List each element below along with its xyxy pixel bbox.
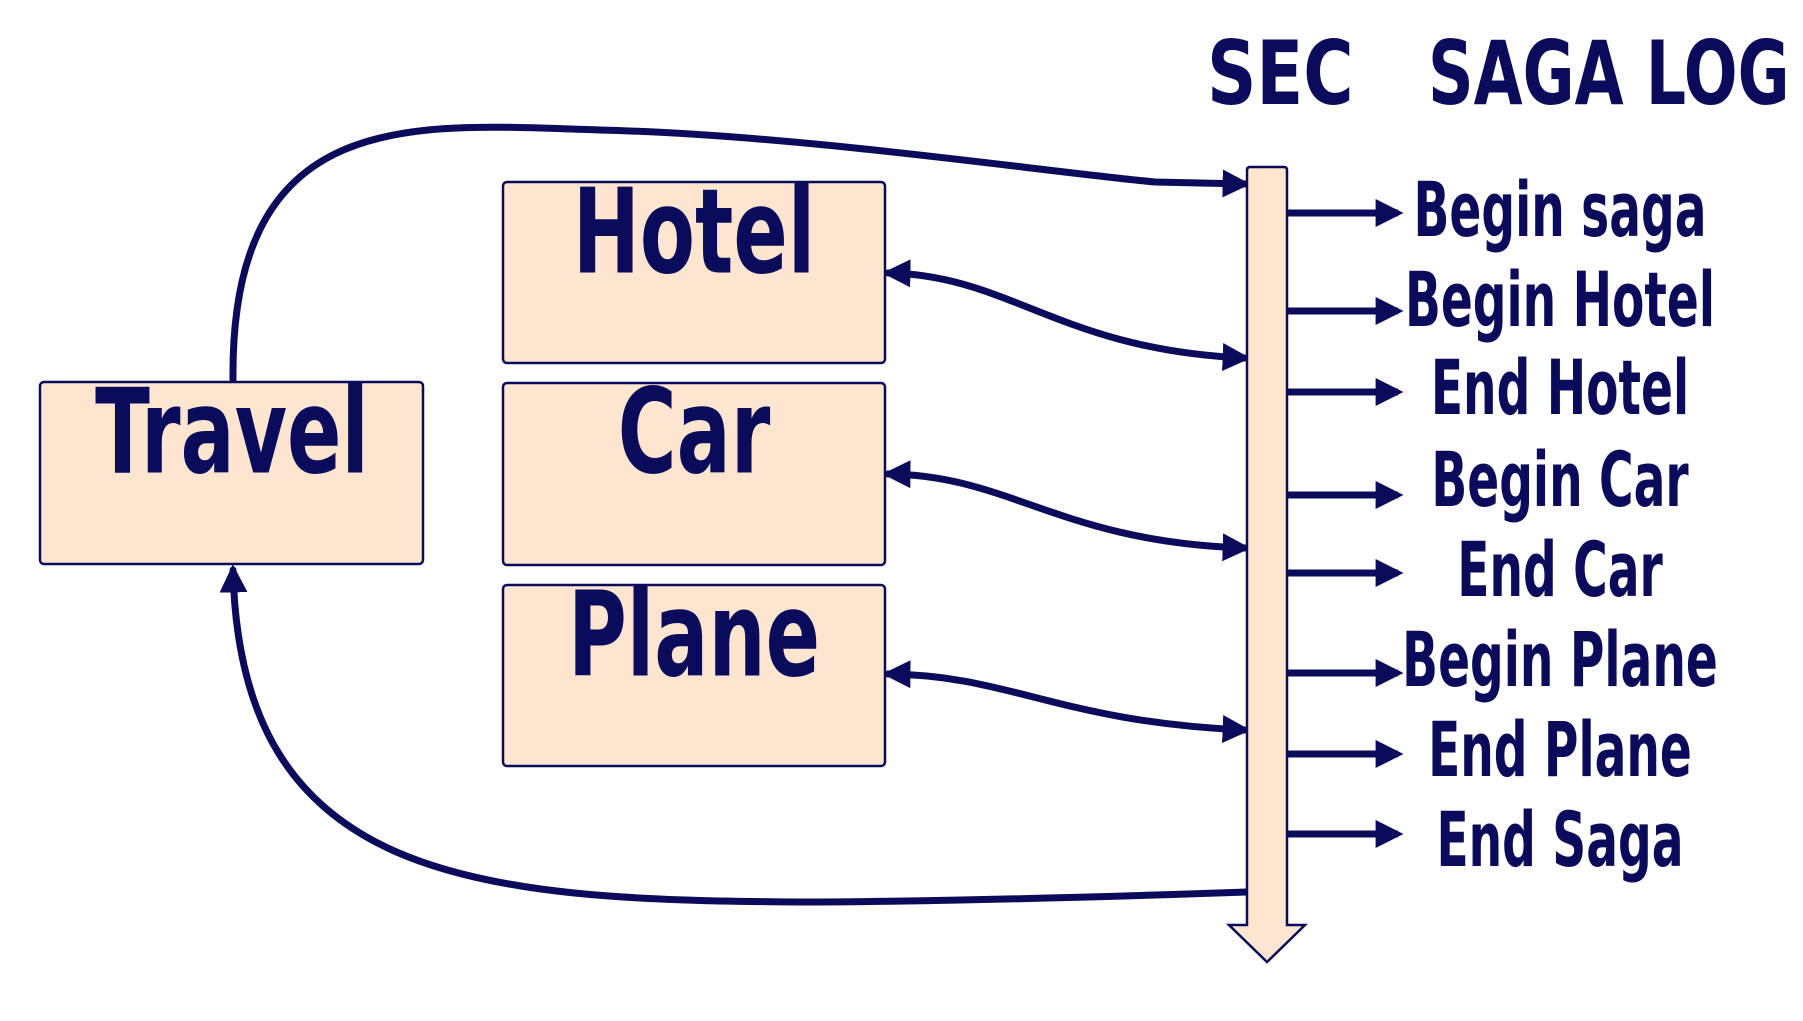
travel-to-sec-arrow — [229, 123, 1251, 384]
log-entry-end-hotel: End Hotel — [1431, 343, 1689, 432]
travel-box — [38, 380, 425, 566]
hotel-sec-arrow — [882, 259, 1251, 372]
sec-to-travel-arrow — [219, 564, 1251, 906]
car-label: Car — [618, 363, 771, 501]
sec-timeline-arrow — [1225, 165, 1309, 964]
saga-log-header: SAGA LOG — [1428, 24, 1790, 126]
log-entry-begin-saga: Begin saga — [1413, 165, 1706, 254]
log-entry-end-car: End Car — [1457, 525, 1662, 614]
travel-label: Travel — [95, 363, 369, 501]
sec-header: SEC — [1207, 23, 1354, 126]
hotel-label: Hotel — [573, 163, 816, 301]
log-entry-begin-plane: Begin Plane — [1402, 615, 1718, 704]
plane-box — [501, 583, 887, 768]
log-entry-begin-hotel: Begin Hotel — [1405, 255, 1715, 344]
plane-sec-arrow — [882, 660, 1251, 744]
log-entry-begin-car: Begin Car — [1431, 435, 1688, 524]
hotel-box — [501, 180, 887, 365]
plane-label: Plane — [568, 566, 820, 704]
car-sec-arrow — [882, 460, 1251, 562]
log-entry-end-plane: End Plane — [1428, 705, 1692, 794]
saga-log-entries: Begin saga Begin Hotel End Hotel Begin C… — [1402, 165, 1718, 884]
car-box — [501, 381, 887, 567]
log-arrows — [1288, 199, 1404, 848]
log-entry-end-saga: End Saga — [1436, 795, 1683, 884]
